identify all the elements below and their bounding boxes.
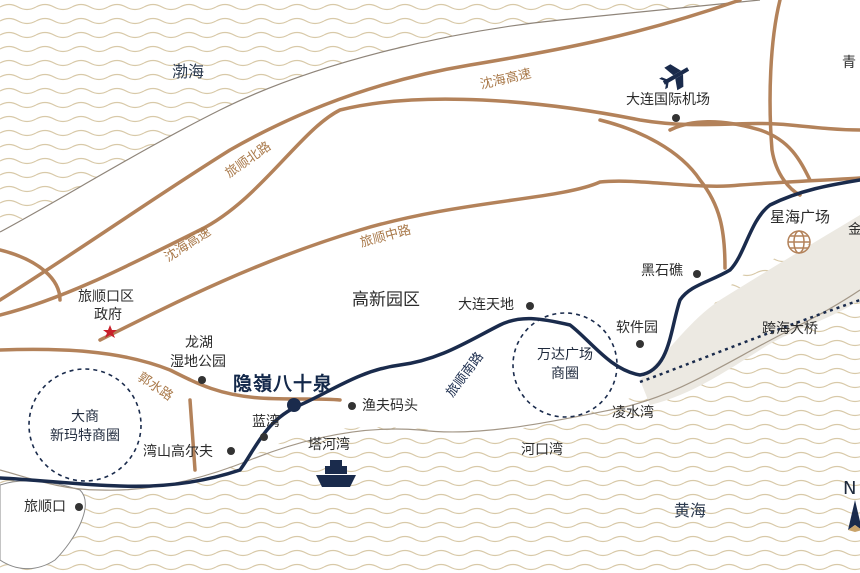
- coastal-highway: [0, 178, 860, 489]
- east-land: [640, 215, 860, 405]
- wanda-line1: 万达广场: [537, 347, 593, 363]
- label-kuahai-bridge: 跨海大桥: [762, 321, 818, 337]
- label-lanwan: 蓝湾: [252, 414, 280, 430]
- edge-label-jin: 金: [848, 222, 860, 238]
- label-lingshuiwan: 凌水湾: [612, 405, 654, 421]
- dashang-circle-label: 大商 新玛特商圈: [35, 408, 135, 446]
- dashang-circle: [28, 368, 142, 482]
- compass-icon: [848, 500, 860, 532]
- compass-north: N: [843, 478, 857, 499]
- label-longhu-2: 湿地公园: [170, 354, 226, 370]
- ship-icon: [316, 460, 356, 487]
- project-name: 隐嶺八十泉: [233, 373, 334, 395]
- globe-icon: [787, 230, 811, 254]
- road-network: [0, 0, 860, 472]
- dashang-line2: 新玛特商圈: [50, 427, 120, 444]
- sea-huanghai: 黄海: [674, 501, 707, 520]
- project-marker: [287, 398, 301, 412]
- airplane-icon: [659, 64, 690, 91]
- label-heishijiao: 黑石礁: [641, 263, 683, 279]
- wanda-circle: [512, 312, 618, 418]
- sea-bohai: 渤海: [172, 62, 205, 81]
- dashang-line1: 大商: [71, 409, 99, 425]
- label-gov-1: 旅顺口区: [78, 289, 134, 305]
- label-dalian-tiandi: 大连天地: [458, 297, 514, 313]
- edge-label-qing: 青: [842, 55, 856, 71]
- label-gaoxin: 高新园区: [352, 290, 420, 310]
- label-airport: 大连国际机场: [626, 92, 710, 108]
- label-xinghai: 星海广场: [770, 208, 831, 226]
- label-lvshunkou: 旅顺口: [24, 499, 66, 515]
- label-ruanjianyuan: 软件园: [616, 320, 658, 336]
- star-icon: [103, 325, 117, 338]
- wanda-circle-label: 万达广场 商圈: [522, 346, 608, 384]
- label-gov-2: 政府: [94, 307, 122, 323]
- label-tahewan: 塔河湾: [308, 437, 350, 453]
- kuahai-bridge-line: [639, 298, 860, 384]
- label-hekouwan: 河口湾: [521, 442, 563, 458]
- label-wanshan-golf: 湾山高尔夫: [143, 444, 213, 460]
- label-yufu-matou: 渔夫码头: [362, 398, 418, 414]
- label-longhu-1: 龙湖: [185, 335, 213, 351]
- north-shore: [0, 0, 761, 233]
- coastline: [0, 289, 860, 491]
- wanda-line2: 商圈: [551, 365, 579, 382]
- location-dots: [75, 114, 701, 511]
- land-mass: [0, 0, 860, 491]
